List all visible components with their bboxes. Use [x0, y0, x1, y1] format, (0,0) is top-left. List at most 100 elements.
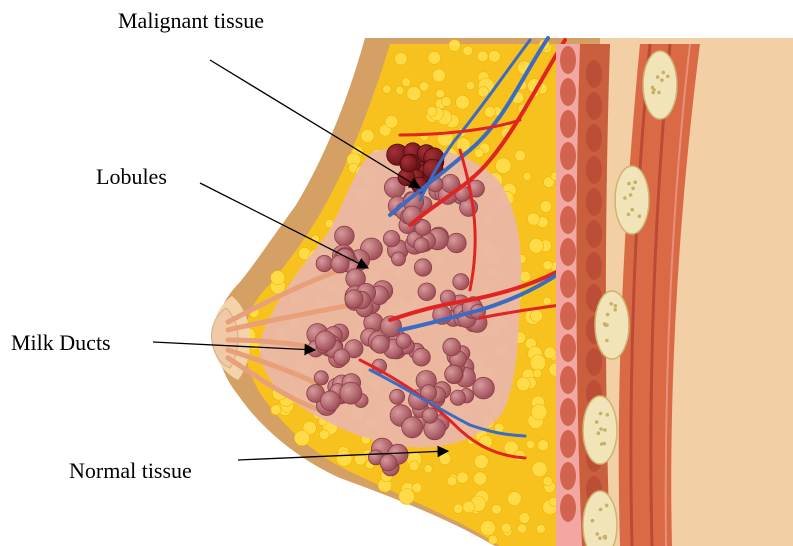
- fat-globule: [537, 440, 548, 451]
- lobule: [414, 238, 429, 253]
- fat-globule: [530, 355, 546, 371]
- rib-marrow: [604, 323, 608, 327]
- fat-globule: [463, 46, 473, 56]
- fat-globule: [543, 297, 551, 305]
- fat-globule: [294, 430, 309, 445]
- rib-marrow: [599, 427, 603, 431]
- lobule: [473, 377, 495, 399]
- muscle-cell: [560, 174, 576, 202]
- rib-marrow: [623, 196, 627, 200]
- lobule: [422, 408, 437, 423]
- fat-globule: [441, 97, 451, 107]
- lobule: [413, 348, 431, 366]
- rib-marrow: [595, 532, 599, 536]
- fat-globule: [543, 260, 552, 269]
- lobule: [345, 290, 363, 308]
- fat-globule: [424, 465, 432, 473]
- fat-globule: [543, 477, 552, 486]
- fat-globule: [463, 501, 475, 513]
- fat-globule: [402, 78, 411, 87]
- rib-marrow: [660, 78, 664, 82]
- rib-marrow: [605, 504, 609, 508]
- fat-globule: [271, 271, 285, 285]
- muscle-cell: [560, 398, 576, 426]
- muscle-cell: [586, 156, 602, 184]
- fat-globule: [456, 95, 470, 109]
- rib-marrow: [666, 75, 670, 79]
- muscle-cell: [586, 92, 602, 120]
- fat-globule: [361, 129, 374, 142]
- lobule: [315, 331, 335, 351]
- lobule: [390, 389, 405, 404]
- lobule: [380, 454, 397, 471]
- rib-marrow: [603, 535, 607, 539]
- muscle-cell: [560, 430, 576, 458]
- muscle-cell: [586, 60, 602, 88]
- rib-marrow: [603, 428, 607, 432]
- fat-globule: [457, 472, 468, 483]
- fat-globule: [531, 404, 547, 420]
- rib-marrow: [633, 180, 637, 184]
- fat-globule: [427, 106, 437, 116]
- rib: [615, 166, 649, 234]
- fat-globule: [530, 310, 542, 322]
- muscle-cell: [560, 366, 576, 394]
- lobule: [316, 255, 332, 271]
- fat-globule: [409, 461, 419, 471]
- fat-globule: [336, 451, 352, 467]
- label-normal-tissue: Normal tissue: [69, 460, 192, 482]
- rib-marrow: [606, 313, 610, 317]
- fat-globule: [519, 513, 530, 524]
- rib-marrow: [656, 75, 660, 79]
- muscle-cell: [560, 238, 576, 266]
- muscle-cell: [586, 124, 602, 152]
- rib-marrow: [651, 91, 655, 95]
- rib-marrow: [614, 304, 618, 308]
- fat-globule: [480, 521, 495, 536]
- muscle-cell: [586, 348, 602, 376]
- fat-globule: [540, 201, 552, 213]
- muscle-cell: [586, 220, 602, 248]
- fat-globule: [529, 239, 544, 254]
- label-milk-ducts: Milk Ducts: [11, 332, 111, 354]
- rib-marrow: [599, 508, 603, 512]
- muscle-cell: [560, 494, 576, 522]
- rib-marrow: [638, 214, 642, 218]
- fat-globule: [474, 455, 488, 469]
- fat-globule: [474, 472, 487, 485]
- fat-globule: [544, 347, 556, 359]
- fat-globule: [526, 440, 535, 449]
- lobule: [396, 334, 411, 349]
- rib-marrow: [662, 71, 666, 75]
- muscle-cell: [586, 252, 602, 280]
- rib-marrow: [595, 420, 599, 424]
- fat-globule: [507, 492, 521, 506]
- fat-globule: [319, 430, 329, 440]
- fat-globule: [449, 40, 461, 52]
- lobule: [447, 233, 466, 252]
- fat-globule: [523, 172, 531, 180]
- rib-marrow: [605, 339, 609, 343]
- muscle-cell: [560, 110, 576, 138]
- fat-globule: [489, 50, 501, 62]
- lobule: [334, 349, 350, 365]
- rib-marrow: [627, 182, 631, 186]
- lobule: [418, 283, 436, 301]
- lobule: [450, 390, 465, 405]
- fat-globule: [447, 476, 457, 486]
- lobule: [414, 259, 431, 276]
- muscle-cell: [560, 78, 576, 106]
- muscle-cell: [586, 188, 602, 216]
- label-malignant-tissue: Malignant tissue: [118, 10, 264, 32]
- muscle-cell: [560, 206, 576, 234]
- rib-marrow: [591, 519, 595, 523]
- lobule: [371, 335, 389, 353]
- lobule: [453, 274, 469, 290]
- fat-globule: [399, 489, 415, 505]
- rib-marrow: [609, 302, 613, 306]
- rib: [595, 291, 629, 359]
- fat-globule: [407, 86, 421, 100]
- fat-globule: [536, 524, 545, 533]
- fat-globule: [474, 148, 483, 157]
